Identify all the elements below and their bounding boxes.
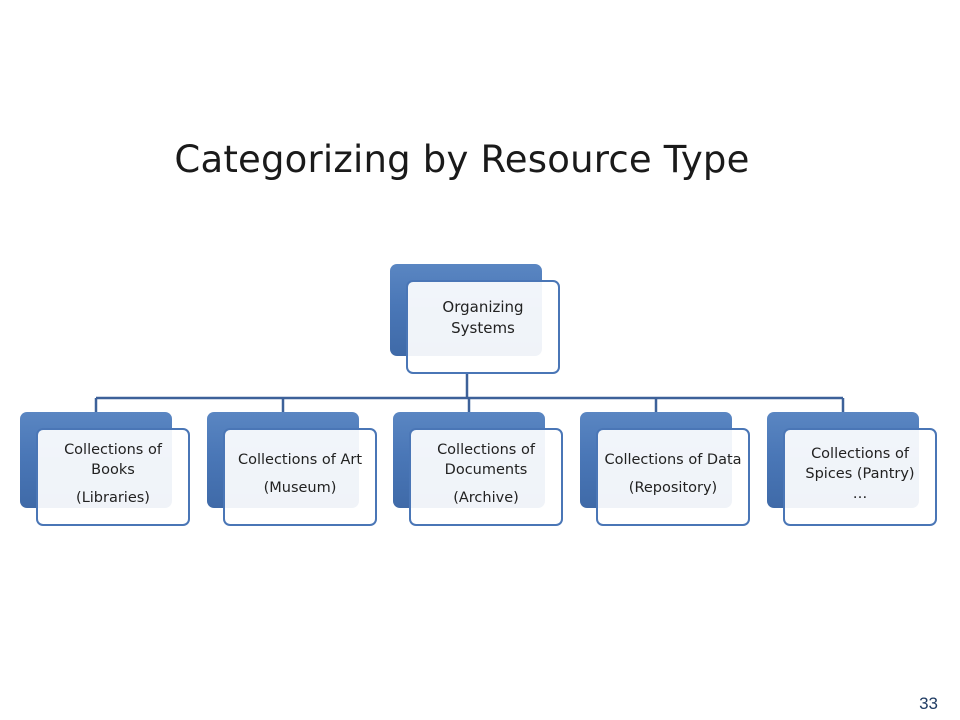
node-card: Collections of Data (Repository) (596, 428, 750, 526)
slide-title: Categorizing by Resource Type (174, 138, 750, 181)
node-card: Collections of Spices (Pantry) … (783, 428, 937, 526)
node-label: Collections of Art (237, 452, 363, 468)
node-collections-of-books: Collections of Books (Libraries) (20, 412, 190, 526)
node-label: Collections of Books (64, 442, 162, 478)
node-organizing-systems: Organizing Systems (390, 264, 560, 374)
node-label: Collections of Data (604, 452, 742, 468)
node-card: Collections of Books (Libraries) (36, 428, 190, 526)
node-card: Collections of Documents (Archive) (409, 428, 563, 526)
node-label: Collections of Spices (Pantry) (805, 446, 915, 482)
node-collections-of-spices: Collections of Spices (Pantry) … (767, 412, 937, 526)
node-sublabel: (Repository) (628, 480, 718, 496)
node-collections-of-documents: Collections of Documents (Archive) (393, 412, 563, 526)
page-number: 33 (919, 694, 938, 713)
node-sublabel: (Archive) (453, 490, 519, 506)
node-sublabel: (Libraries) (76, 490, 150, 506)
node-card: Organizing Systems (406, 280, 560, 374)
node-sublabel: (Museum) (263, 480, 337, 496)
node-card: Collections of Art (Museum) (223, 428, 377, 526)
node-sublabel: … (852, 486, 868, 502)
node-label: Collections of Documents (437, 442, 535, 478)
node-label: Organizing Systems (442, 298, 524, 337)
node-collections-of-art: Collections of Art (Museum) (207, 412, 377, 526)
node-collections-of-data: Collections of Data (Repository) (580, 412, 750, 526)
